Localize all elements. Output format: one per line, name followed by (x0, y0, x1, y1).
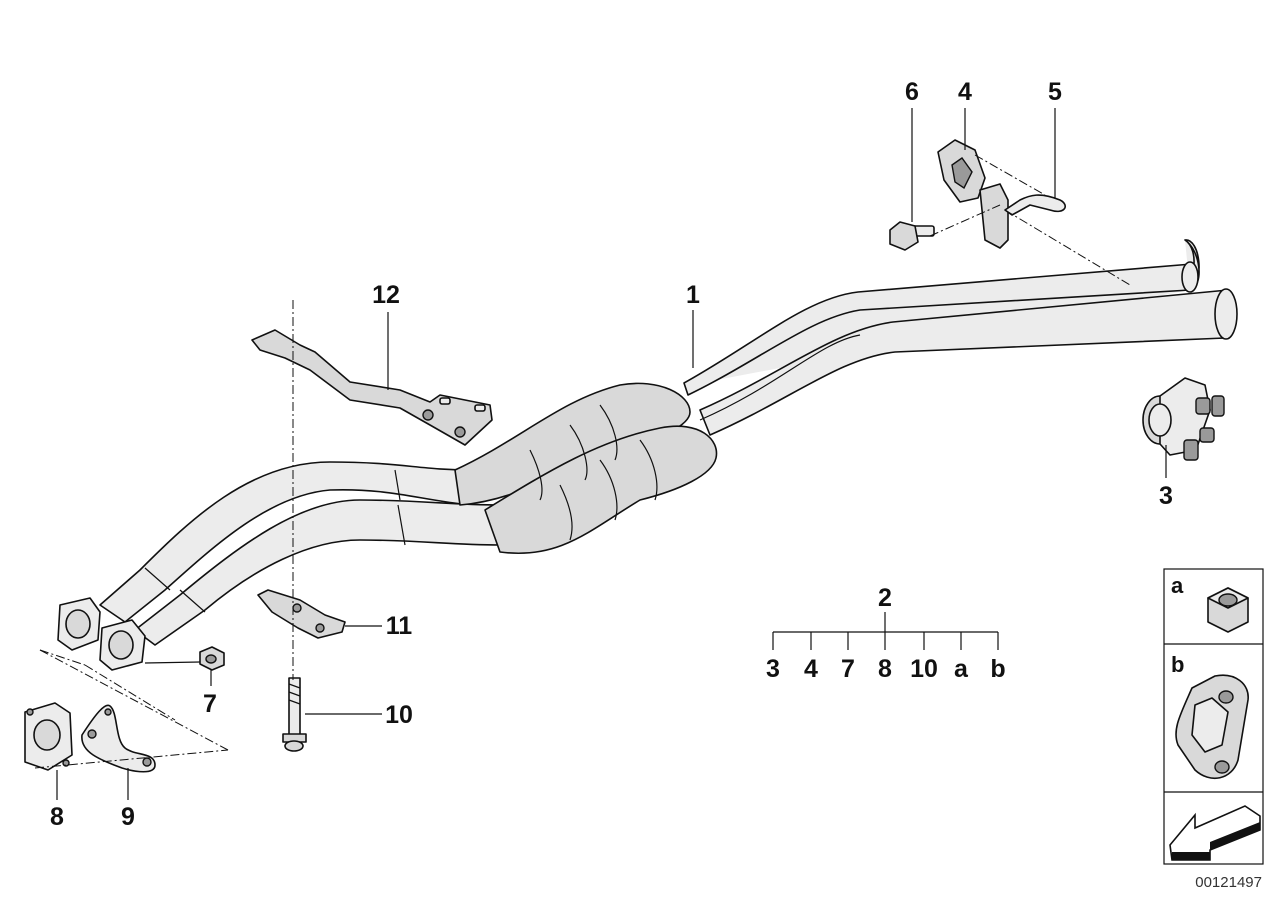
callout-9: 9 (121, 803, 135, 831)
leader-lines (56, 108, 1167, 800)
kit-contents: 3 4 7 8 10 a b (766, 655, 1006, 683)
side-panel-label-b: b (1171, 652, 1184, 677)
front-pipe-assembly (99, 239, 1238, 646)
hex-nut-icon (1207, 587, 1249, 633)
arrow-icon (1169, 805, 1261, 861)
kit-item: 8 (878, 655, 892, 683)
callout-11: 11 (386, 612, 413, 640)
callout-10: 10 (385, 701, 413, 729)
callout-7: 7 (203, 690, 217, 718)
gasket-9 (81, 704, 156, 773)
callout-6: 6 (905, 78, 919, 106)
pipe-flanges (57, 597, 146, 671)
kit-item: 3 (766, 655, 780, 683)
bolt-10 (282, 677, 307, 752)
callout-numbers: 1 12 6 4 5 3 11 10 7 8 9 2 (50, 78, 1173, 831)
pipe-clamp-3 (1142, 377, 1225, 461)
hex-nut-7 (199, 646, 225, 671)
callout-1: 1 (686, 281, 700, 309)
bolt-6 (889, 221, 935, 251)
side-panel: a b (1163, 568, 1264, 865)
document-number: 00121497 (1195, 874, 1262, 891)
callout-5: 5 (1048, 78, 1062, 106)
kit-item: 7 (841, 655, 855, 683)
callout-4: 4 (958, 78, 972, 106)
callout-12: 12 (372, 281, 400, 309)
kit-item: a (954, 655, 969, 683)
assembly-axis-lines (34, 154, 1131, 769)
kit-item: 4 (804, 655, 818, 683)
gasket-8 (24, 702, 73, 771)
support-bracket-11 (257, 589, 346, 639)
hanger-bracket-5 (979, 183, 1066, 249)
support-bracket-12 (251, 329, 493, 446)
kit-item: 10 (910, 655, 938, 683)
rubber-mount-4 (937, 139, 986, 203)
callout-8: 8 (50, 803, 64, 831)
callout-3: 3 (1159, 482, 1173, 510)
kit-item: b (990, 655, 1005, 683)
rubber-hanger-icon (1175, 674, 1249, 780)
side-panel-label-a: a (1171, 573, 1184, 598)
callout-2: 2 (878, 584, 892, 612)
